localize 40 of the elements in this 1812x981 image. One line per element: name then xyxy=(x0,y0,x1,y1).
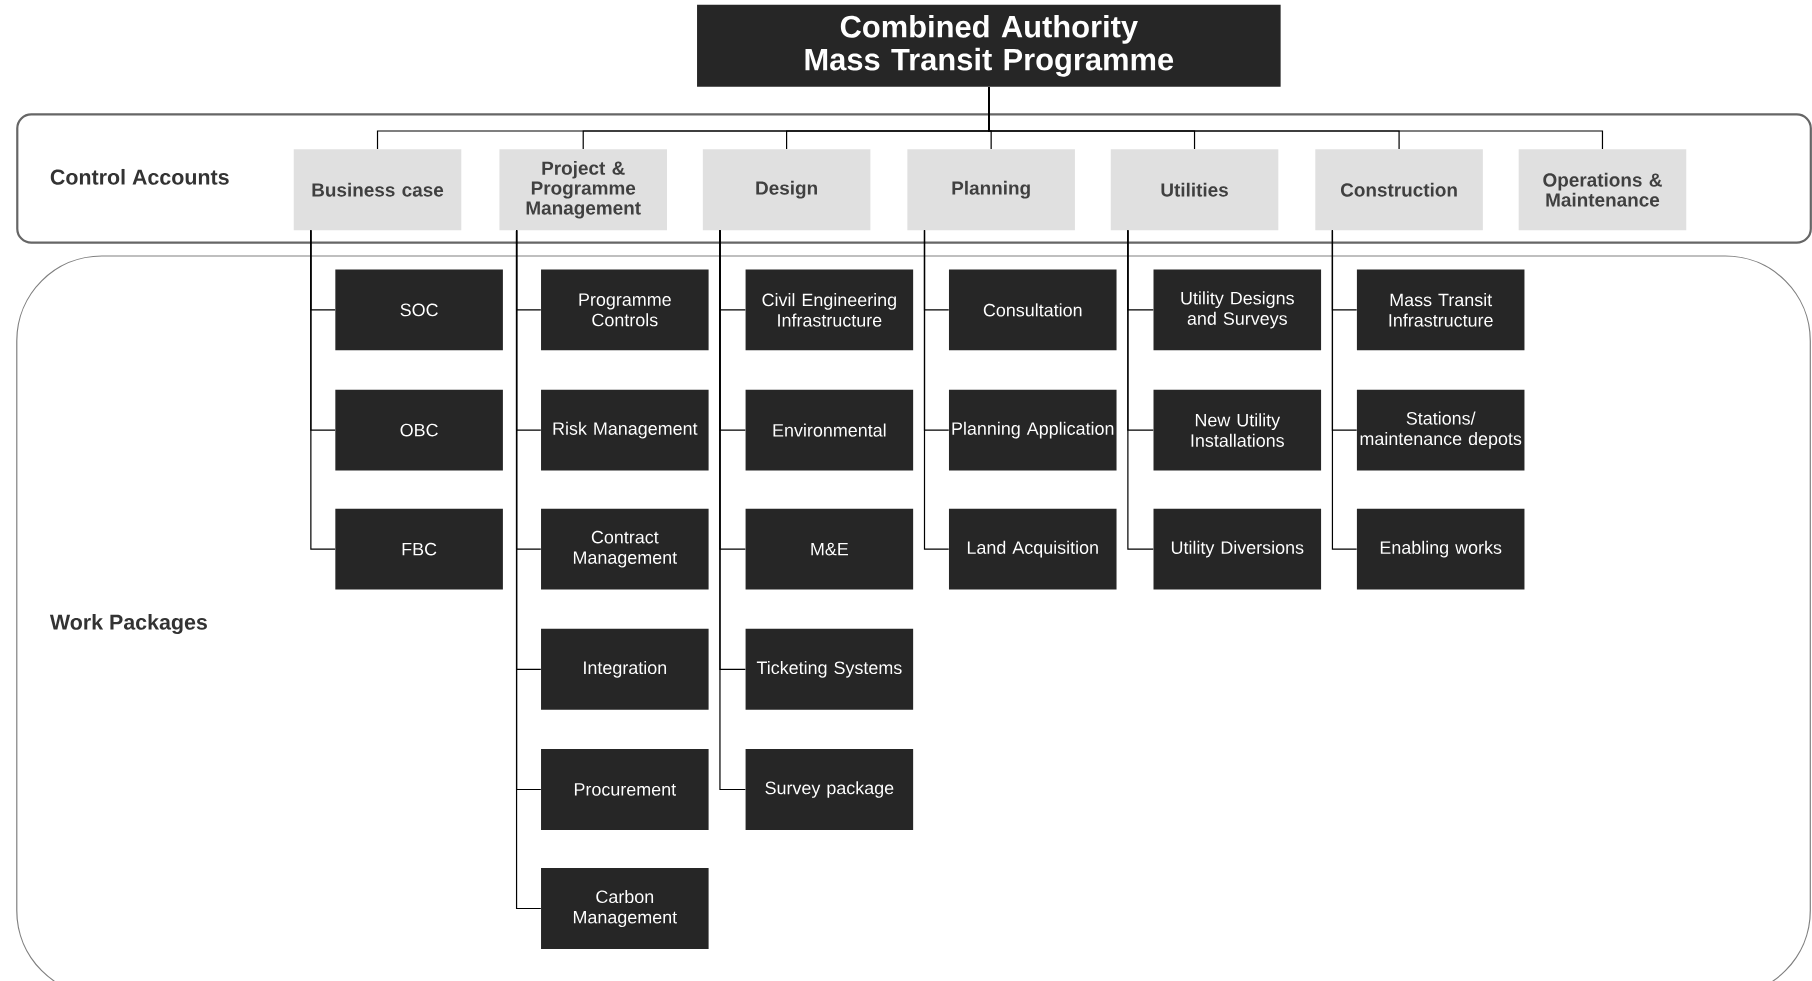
account-box: Construction xyxy=(1315,149,1483,231)
package-box: Contract Management xyxy=(541,508,709,590)
connector-line xyxy=(923,229,950,550)
account-box: Utilities xyxy=(1110,149,1279,231)
account-box: Design xyxy=(702,149,871,231)
connector-line xyxy=(515,229,542,910)
package-box: Environmental xyxy=(745,389,914,471)
package-box: Consultation xyxy=(948,269,1117,351)
package-box: OBC xyxy=(335,389,503,471)
package-box: Integration xyxy=(541,628,709,710)
package-box: Carbon Management xyxy=(541,868,709,949)
package-box: Utility Diversions xyxy=(1153,508,1322,590)
account-box: Business case xyxy=(293,149,462,231)
band-heading: Work Packages xyxy=(49,613,207,635)
package-box: New Utility Installations xyxy=(1153,389,1322,471)
account-box: Operations & Maintenance xyxy=(1518,149,1687,231)
package-box: Utility Designs and Surveys xyxy=(1153,269,1322,351)
package-box: Survey package xyxy=(745,749,914,830)
package-box: Planning Application xyxy=(948,389,1117,471)
package-box: Procurement xyxy=(541,749,709,830)
package-box: Stations/ maintenance depots xyxy=(1356,389,1525,471)
package-box: Mass Transit Infrastructure xyxy=(1356,269,1525,351)
package-box: SOC xyxy=(335,269,503,351)
package-box: Programme Controls xyxy=(541,269,709,351)
package-box: FBC xyxy=(335,508,503,590)
account-box: Project & Programme Management xyxy=(499,149,667,231)
connector-line xyxy=(719,229,746,791)
connector-line xyxy=(1127,229,1154,550)
title-box: Combined Authority Mass Transit Programme xyxy=(697,4,1281,87)
connector-line xyxy=(310,229,336,550)
package-box: Ticketing Systems xyxy=(745,628,914,710)
package-box: Risk Management xyxy=(541,389,709,471)
connector-line xyxy=(1331,229,1358,550)
package-box: Enabling works xyxy=(1356,508,1525,590)
band-heading: Control Accounts xyxy=(50,168,229,185)
package-box: Civil Engineering Infrastructure xyxy=(745,269,914,351)
account-box: Planning xyxy=(907,149,1075,231)
package-box: M&E xyxy=(745,508,914,590)
package-box: Land Acquisition xyxy=(948,508,1117,590)
connector-line xyxy=(988,86,1604,150)
